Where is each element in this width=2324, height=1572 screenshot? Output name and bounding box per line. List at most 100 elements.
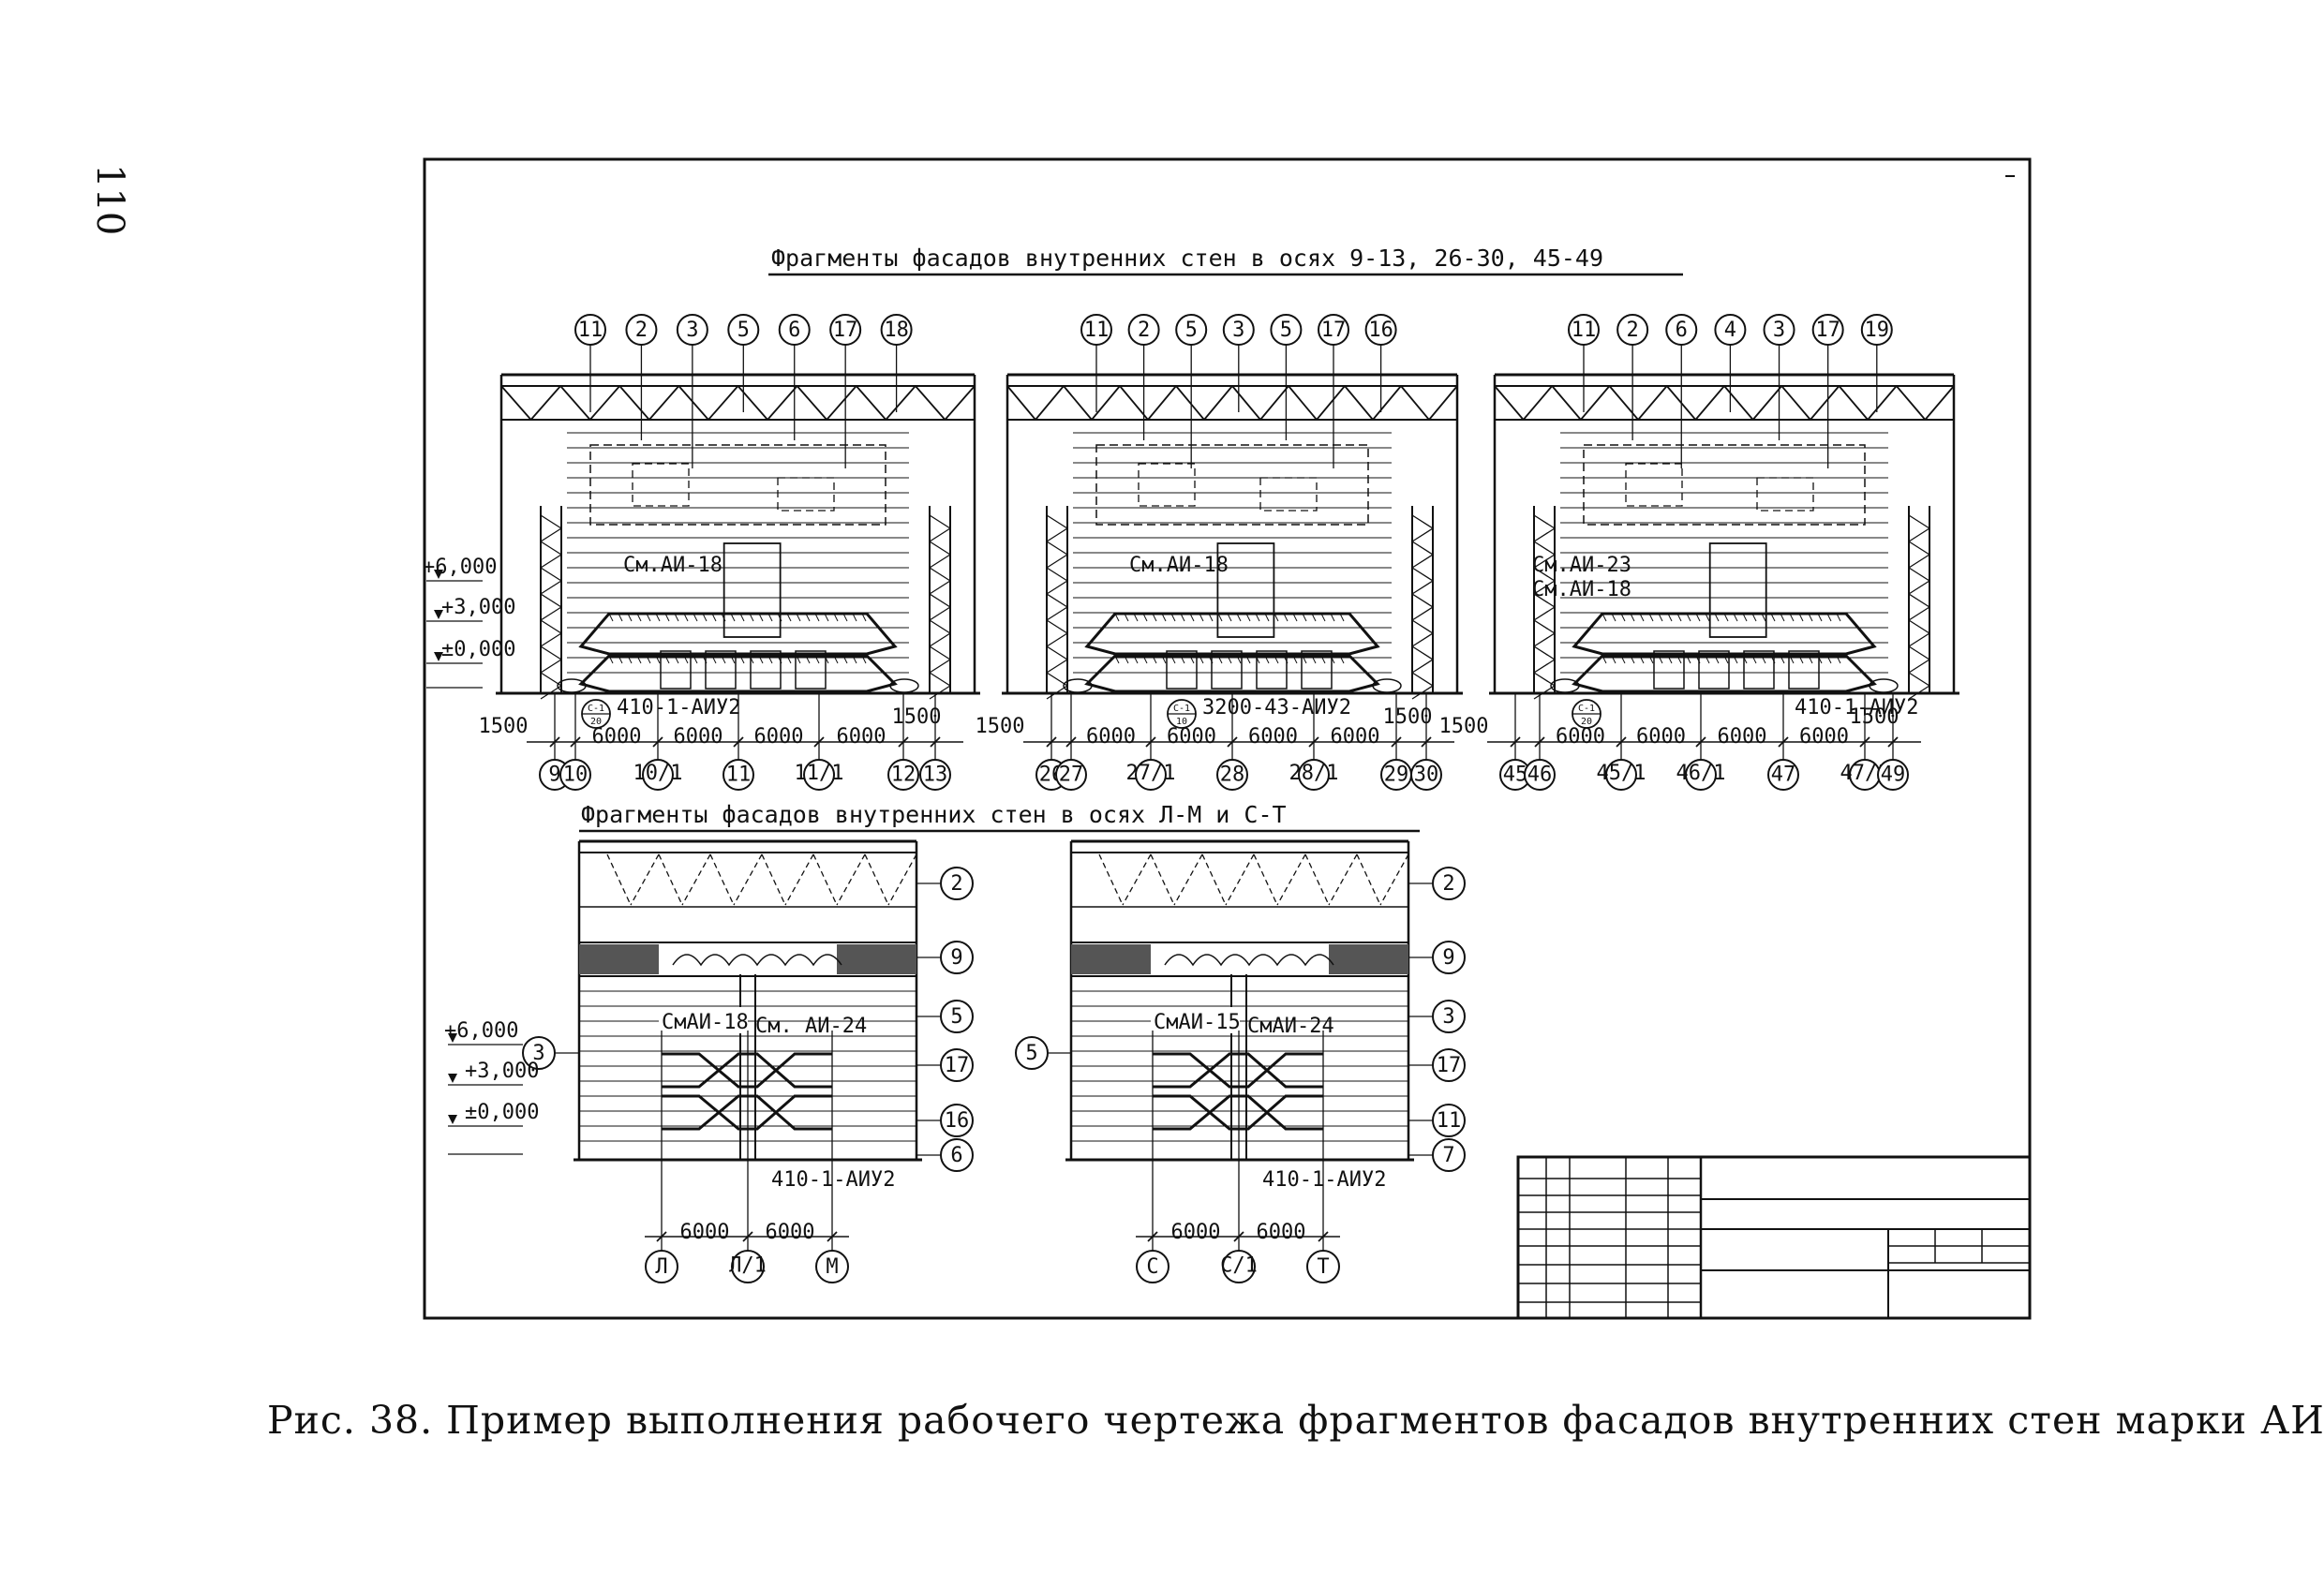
stair-tread	[1152, 655, 1157, 664]
truss-web	[678, 385, 709, 421]
column-lacing	[1046, 593, 1068, 608]
series-code: 410-1-АИУ2	[1795, 696, 1918, 719]
dimension-value: 1500	[976, 715, 1025, 738]
stair-tread	[664, 613, 670, 622]
stair-flight-2	[1084, 654, 1380, 693]
reference-label: См.АИ-18	[623, 554, 723, 577]
stair-tread	[805, 613, 811, 622]
dashed-equipment	[1259, 477, 1318, 512]
side-callout-2-circle	[940, 867, 974, 900]
dimension-value: 1500	[1383, 705, 1433, 729]
column-lacing	[1046, 514, 1068, 529]
column-lacing	[1908, 527, 1930, 542]
stair-tread	[1761, 655, 1766, 664]
stair-tread	[618, 655, 623, 664]
column-lacing	[540, 514, 562, 529]
axis-10-1: 10/1	[633, 762, 683, 785]
bottom-title: Фрагменты фасадов внутренних стен в осях…	[581, 801, 1287, 828]
side-callout-2: 2	[950, 872, 962, 896]
door	[795, 650, 827, 690]
dimension-tick	[930, 736, 941, 748]
dashed-opening	[589, 444, 886, 526]
stair-flight-2	[662, 1094, 832, 1131]
side-callout-7: 7	[1442, 1144, 1454, 1167]
truss-web	[1780, 385, 1811, 421]
dimension-value: 6000	[754, 725, 804, 749]
column-lacing	[1046, 645, 1068, 660]
stair-tread	[796, 655, 801, 664]
left-callout-3-circle	[522, 1036, 556, 1070]
column-lacing	[1411, 619, 1434, 634]
stair-tread	[1180, 613, 1185, 622]
truss-web	[1006, 385, 1036, 421]
reference-label: См.АИ-18	[1532, 578, 1631, 601]
column-lacing	[1908, 541, 1930, 556]
section-marker-top: С-1	[588, 704, 604, 714]
stair-tread	[1714, 613, 1720, 622]
truss-web	[885, 385, 916, 421]
callout-17-circle	[1811, 314, 1844, 346]
axis-47: 47	[1771, 763, 1796, 786]
callout-3: 3	[1773, 319, 1785, 342]
truss-web	[1896, 385, 1927, 421]
truss-web	[1203, 385, 1233, 421]
stair-tread	[1714, 655, 1720, 664]
truss-web	[1608, 385, 1639, 421]
stair-flight-1	[1572, 612, 1877, 656]
truss-web	[1173, 853, 1203, 906]
callout-11: 11	[578, 319, 603, 342]
callout-2-circle	[1127, 314, 1160, 346]
stair-tread	[1302, 613, 1307, 622]
side-callout-16: 16	[945, 1109, 970, 1133]
callout-2-circle	[1616, 314, 1649, 346]
column-lacing	[929, 554, 951, 569]
truss-web	[1035, 385, 1065, 421]
axis-С: С	[1146, 1255, 1158, 1279]
truss-web	[784, 853, 814, 906]
stair-tread	[814, 613, 820, 622]
stair-tread	[1695, 613, 1701, 622]
stair-tread	[1189, 613, 1195, 622]
callout-19-circle	[1860, 314, 1893, 346]
section-marker-bottom: 20	[1581, 717, 1592, 727]
column-lacing	[1908, 672, 1930, 687]
equipment	[1063, 678, 1093, 693]
stair-tread	[1170, 655, 1176, 664]
column-lacing	[1411, 659, 1434, 674]
truss-web	[1924, 385, 1955, 421]
stair-tread	[1302, 655, 1307, 664]
column-lacing	[929, 514, 951, 529]
section-marker-top: С-1	[1578, 704, 1595, 714]
column-lacing	[929, 606, 951, 621]
stair-tread	[1817, 613, 1823, 622]
side-callout-2-circle	[1432, 867, 1466, 900]
stair-tread	[693, 655, 698, 664]
stair-tread	[1630, 613, 1635, 622]
door	[1166, 650, 1198, 690]
stair-tread	[1217, 613, 1223, 622]
column-lacing	[1411, 541, 1434, 556]
dimension-value: 6000	[1556, 725, 1605, 749]
stair-tread	[655, 613, 661, 622]
stair-tread	[1245, 613, 1251, 622]
truss-web	[796, 385, 827, 421]
stair-tread	[824, 613, 829, 622]
side-callout-11-circle	[1432, 1104, 1466, 1137]
dimension-tick	[570, 736, 581, 748]
truss-web	[709, 853, 735, 906]
stair-tread	[646, 655, 651, 664]
stair-tread	[664, 655, 670, 664]
truss-web	[887, 853, 917, 906]
stair-tread	[842, 655, 848, 664]
dimension-tick	[1859, 736, 1870, 748]
door	[1788, 650, 1820, 690]
truss-web	[1288, 385, 1318, 421]
dimension-tick	[1227, 736, 1238, 748]
level-label: +3,000	[441, 596, 515, 619]
column-lacing	[1411, 514, 1434, 529]
side-callout-9-circle	[1432, 941, 1466, 974]
stair-tread	[1330, 613, 1335, 622]
stair-tread	[1292, 613, 1298, 622]
dimension-value: 1500	[892, 705, 942, 729]
